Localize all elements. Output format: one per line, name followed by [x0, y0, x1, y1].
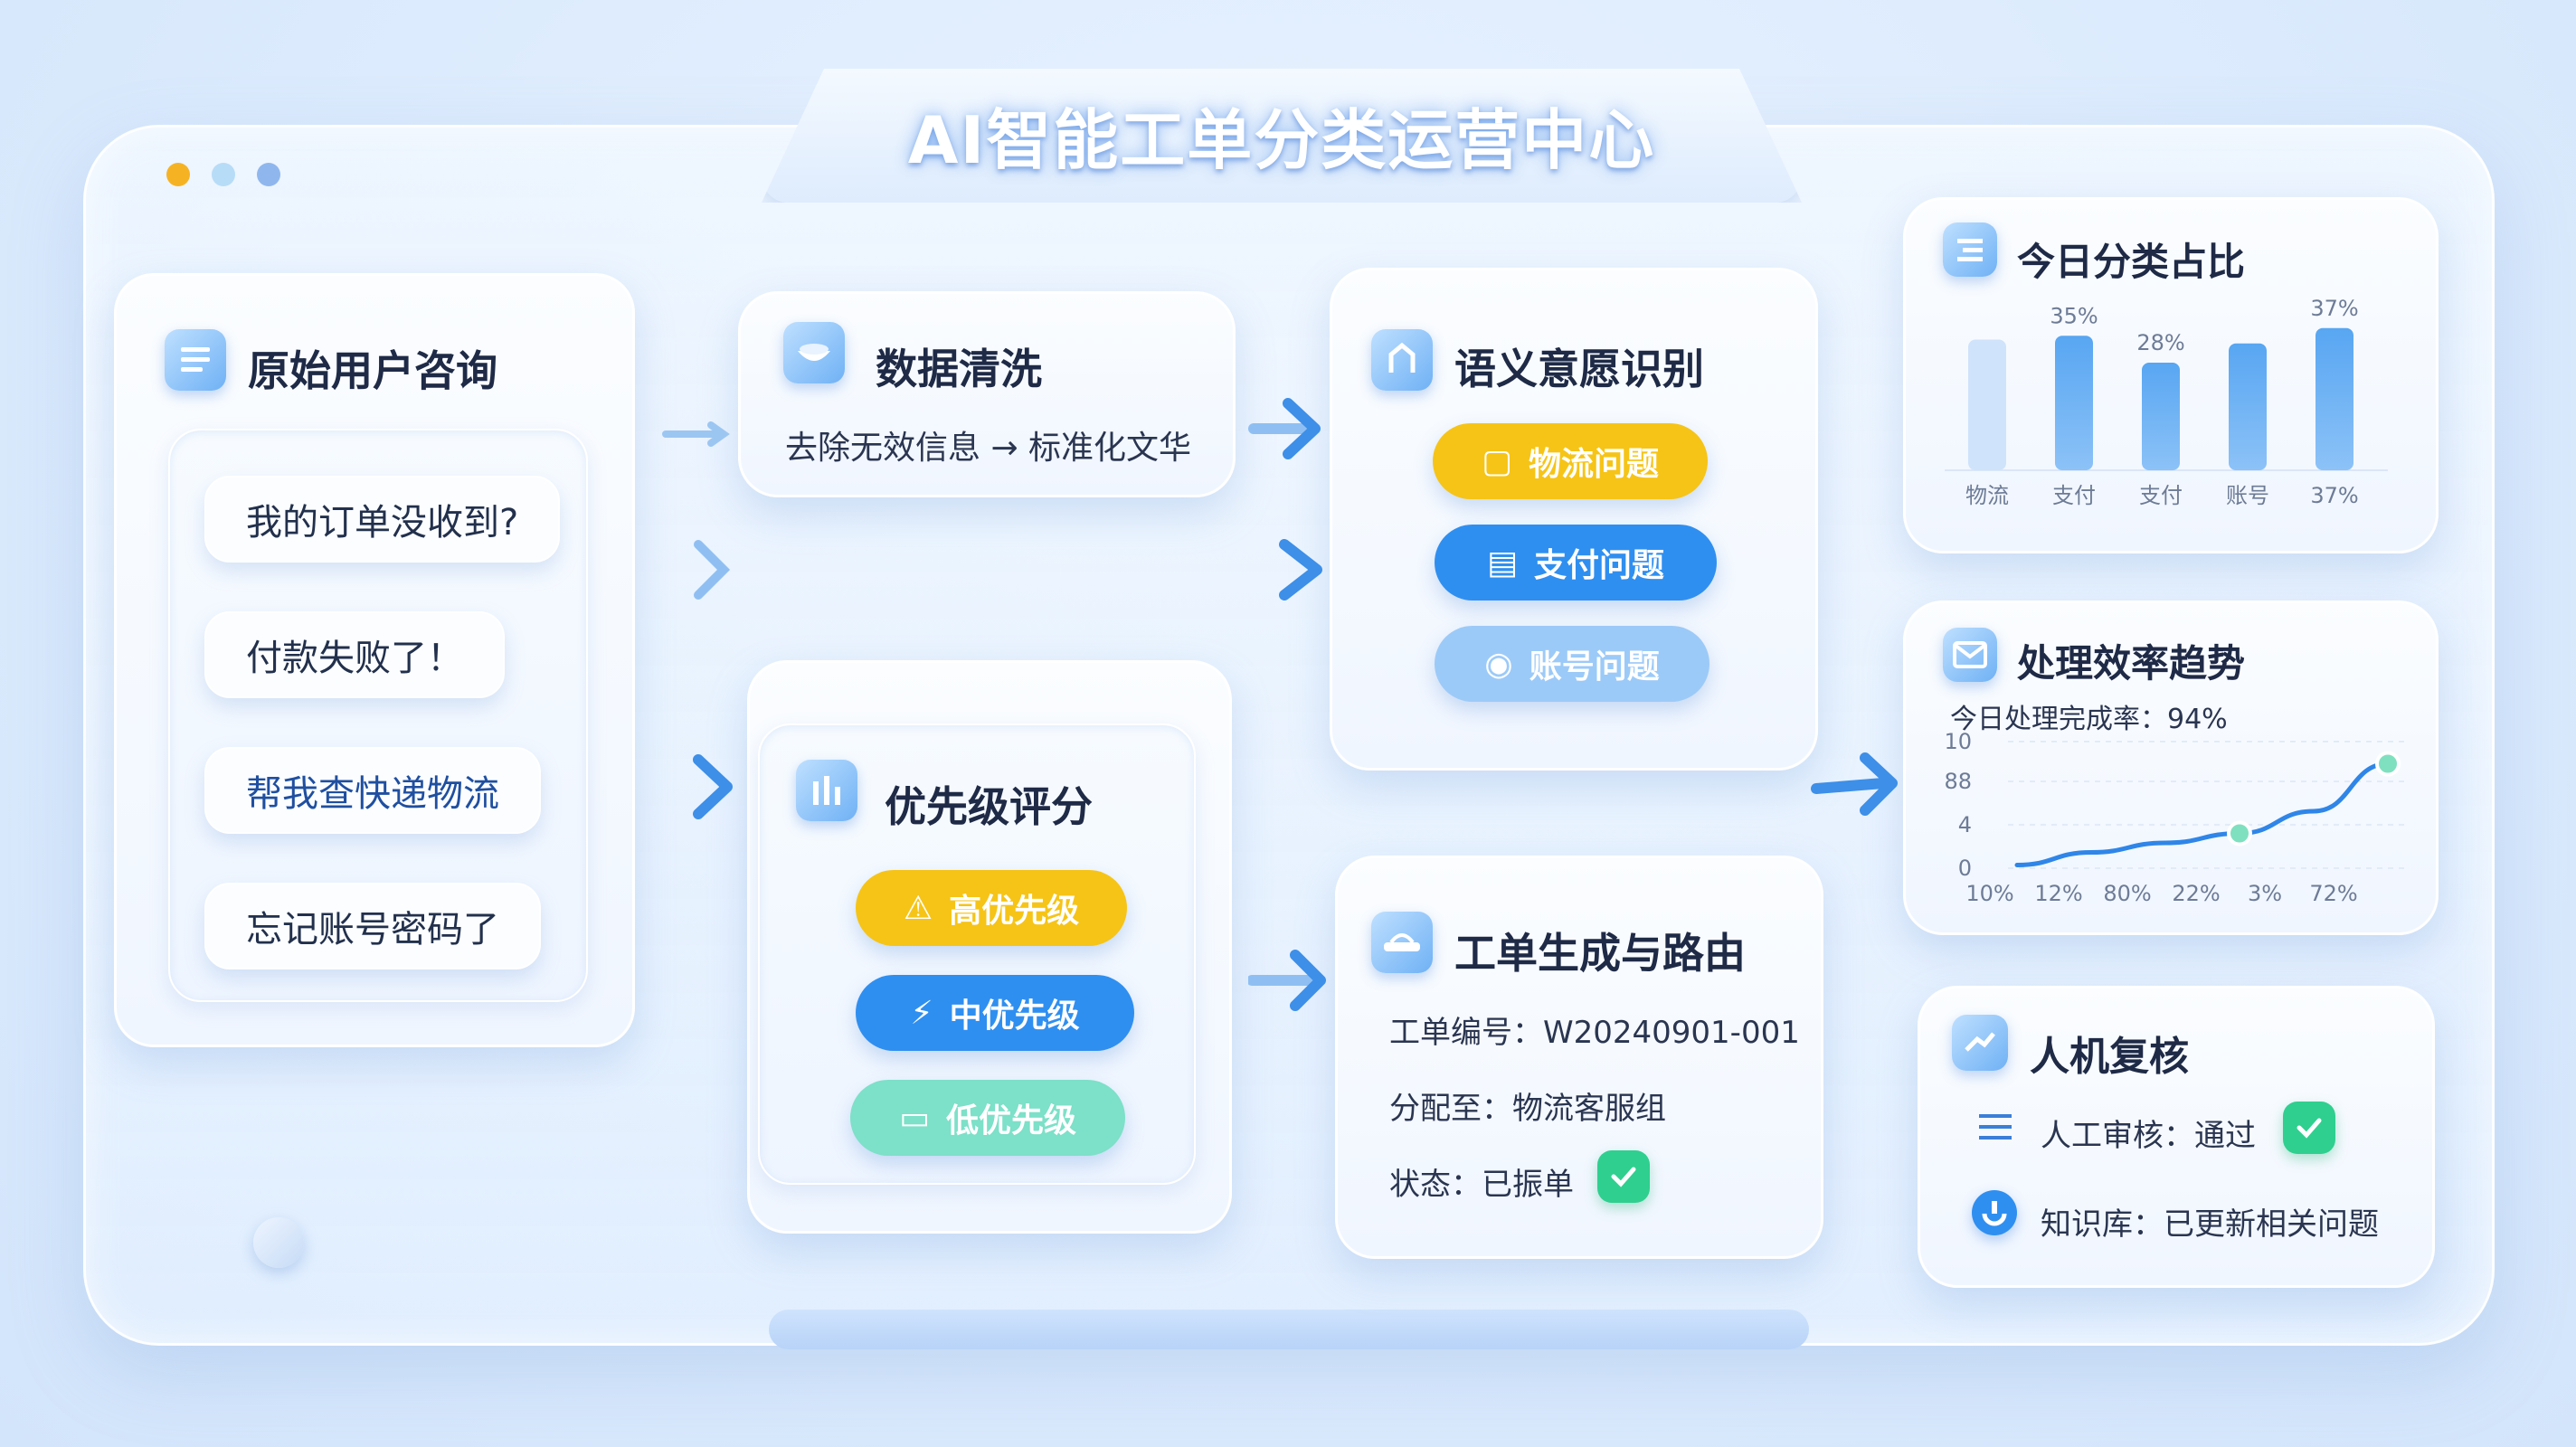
window-controls — [166, 163, 280, 186]
share-title: 今日分类占比 — [2017, 240, 2246, 284]
intent-tag-logistics[interactable]: ▢ 物流问题 — [1433, 423, 1708, 499]
tick-label: 37% — [2310, 483, 2358, 508]
data-label: 28% — [2136, 330, 2184, 355]
cleaning-description: 去除无效信息 → 标准化文华 — [785, 430, 1192, 467]
arrow-head — [693, 754, 733, 819]
bar — [2229, 343, 2267, 470]
x-tick-label: 22% — [2172, 881, 2220, 906]
priority-title: 优先级评分 — [885, 782, 1093, 831]
arrow-head — [707, 421, 730, 447]
ticket-status: 状态：已振单 — [1389, 1167, 1574, 1203]
trend-line — [2014, 761, 2391, 867]
bar — [2055, 336, 2093, 470]
x-tick-label: 12% — [2034, 881, 2082, 906]
data-point — [2375, 751, 2401, 777]
intent-tag-payment[interactable]: ▤ 支付问题 — [1435, 525, 1717, 601]
intent-tag-account-label: 账号问题 — [1529, 648, 1660, 686]
x-tick-label: 10% — [1965, 881, 2013, 906]
intent-title: 语义意愿识别 — [1454, 345, 1704, 393]
priority-low-label: 低优先级 — [946, 1102, 1077, 1140]
intent-tag-logistics-label: 物流问题 — [1529, 446, 1660, 483]
flow-arrows — [657, 398, 1322, 819]
ticket-card — [1335, 856, 1823, 1259]
lines-icon — [1975, 1107, 2015, 1147]
priority-low-pill[interactable]: ▭ 低优先级 — [850, 1080, 1125, 1156]
message-bubble[interactable]: 我的订单没收到? — [204, 476, 561, 563]
box-icon: ▢ — [1481, 442, 1512, 480]
arrow-head — [1279, 539, 1322, 601]
ticket-title: 工单生成与路由 — [1454, 929, 1746, 978]
check-icon — [2283, 1102, 2335, 1154]
cleaning-icon — [783, 322, 845, 383]
arrow-head — [1290, 950, 1326, 1011]
brain-icon — [1371, 329, 1433, 391]
data-label: 37% — [2310, 296, 2358, 321]
ticket-icon — [1371, 912, 1433, 973]
review-icon — [1952, 1015, 2008, 1071]
trend-card — [1903, 601, 2439, 935]
payment-icon: ▤ — [1486, 544, 1518, 582]
ticket-assigned: 分配至：物流客服组 — [1389, 1091, 1666, 1127]
priority-medium-pill[interactable]: ⚡ 中优先级 — [856, 975, 1134, 1051]
priority-high-pill[interactable]: ⚠ 高优先级 — [856, 870, 1127, 946]
database-icon — [1972, 1190, 2017, 1235]
mail-icon — [1943, 628, 1997, 682]
window-dot-yellow[interactable] — [166, 163, 190, 186]
intent-tag-account[interactable]: ◉ 账号问题 — [1435, 626, 1709, 702]
message-bubble[interactable]: 忘记账号密码了 — [204, 883, 541, 969]
x-tick-label: 80% — [2103, 881, 2151, 906]
share-bar-chart: 物流 支付 35% 支付 28% 账号 37% 37% — [1945, 296, 2388, 508]
message-bubble[interactable]: 付款失败了！ — [204, 611, 505, 698]
arrow-head — [1283, 398, 1321, 459]
review-title: 人机复核 — [2030, 1034, 2189, 1080]
inquiry-title: 原始用户咨询 — [248, 346, 497, 395]
data-point — [2227, 820, 2252, 846]
data-label: 35% — [2050, 303, 2098, 328]
warning-icon: ⚠ — [903, 889, 933, 927]
bar — [2142, 363, 2180, 470]
message-bubble[interactable]: 帮我查快递物流 — [204, 747, 541, 834]
trend-line-chart: 0 4 88 10 10% 12% 80% 22% 3% 72% — [1944, 729, 2406, 906]
check-icon — [1597, 1150, 1650, 1203]
y-tick-label: 88 — [1944, 769, 1972, 794]
intent-tag-payment-label: 支付问题 — [1534, 547, 1665, 584]
list-icon — [1943, 222, 1997, 277]
page-title: AI智能工单分类运营中心 — [907, 102, 1656, 178]
ticket-number: 工单编号：W20240901-001 — [1389, 1015, 1800, 1051]
lightning-icon: ⚡ — [910, 994, 933, 1032]
bar-chart-icon — [796, 760, 857, 821]
arrow-head — [694, 540, 731, 600]
x-tick-label: 3% — [2248, 881, 2282, 906]
review-manual: 人工审核：通过 — [2041, 1118, 2256, 1154]
scroll-knob[interactable] — [253, 1217, 304, 1268]
bar — [2316, 327, 2353, 470]
record-icon: ◉ — [1484, 645, 1513, 683]
tick-label: 支付 — [2052, 483, 2096, 508]
y-tick-label: 0 — [1958, 856, 1972, 881]
bottom-bar — [769, 1310, 1809, 1349]
card-icon: ▭ — [898, 1099, 930, 1137]
trend-subtitle: 今日处理完成率：94% — [1950, 704, 2228, 735]
arrow-head — [1860, 752, 1898, 816]
review-knowledge: 知识库：已更新相关问题 — [2041, 1206, 2379, 1243]
window-dot-blue[interactable] — [257, 163, 280, 186]
bar — [1968, 339, 2006, 470]
cleaning-title: 数据清洗 — [876, 345, 1042, 393]
x-tick-label: 72% — [2309, 881, 2357, 906]
arrow-to-ticket — [1248, 950, 1326, 1011]
tick-label: 账号 — [2226, 483, 2269, 508]
document-list-icon — [165, 329, 226, 391]
priority-high-label: 高优先级 — [949, 893, 1080, 930]
tick-label: 物流 — [1965, 483, 2009, 508]
y-tick-label: 10 — [1944, 729, 1972, 754]
tick-label: 支付 — [2139, 483, 2183, 508]
priority-medium-label: 中优先级 — [949, 998, 1080, 1035]
y-tick-label: 4 — [1958, 812, 1972, 837]
title-tab — [762, 69, 1802, 203]
trend-title: 处理效率趋势 — [2017, 641, 2246, 686]
arrow-to-trend — [1811, 752, 1898, 816]
arrow-shaft — [1811, 778, 1889, 794]
window-dot-light-blue[interactable] — [212, 163, 235, 186]
